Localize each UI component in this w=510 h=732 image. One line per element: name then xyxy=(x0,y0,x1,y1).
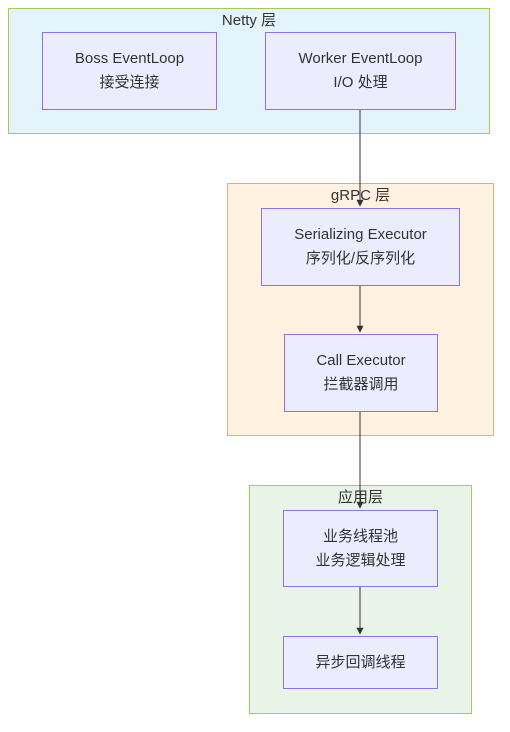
business-thread-pool-label: 业务线程池 xyxy=(322,527,398,545)
app-layer-title: 应用层 xyxy=(337,489,383,506)
call-executor-node: Call Executor 拦截器调用 xyxy=(284,334,438,412)
worker-eventloop-desc: I/O 处理 xyxy=(333,74,388,91)
business-thread-pool-node: 业务线程池 业务逻辑处理 xyxy=(283,510,438,587)
serializing-executor-desc: 序列化/反序列化 xyxy=(305,250,416,267)
boss-eventloop-desc: 接受连接 xyxy=(99,74,160,91)
worker-eventloop-node: Worker EventLoop I/O 处理 xyxy=(265,32,456,110)
serializing-executor-label: Serializing Executor xyxy=(294,226,427,243)
boss-eventloop-label: Boss EventLoop xyxy=(74,50,185,67)
async-callback-label: 异步回调线程 xyxy=(315,653,406,671)
call-executor-desc: 拦截器调用 xyxy=(323,376,399,393)
business-thread-pool-desc: 业务逻辑处理 xyxy=(315,551,406,569)
netty-layer-title: Netty 层 xyxy=(221,12,277,29)
boss-eventloop-node: Boss EventLoop 接受连接 xyxy=(42,32,217,110)
grpc-layer-title: gRPC 层 xyxy=(330,187,391,204)
serializing-executor-node: Serializing Executor 序列化/反序列化 xyxy=(261,208,460,286)
async-callback-node: 异步回调线程 xyxy=(283,636,438,689)
worker-eventloop-label: Worker EventLoop xyxy=(298,50,423,67)
call-executor-label: Call Executor xyxy=(316,352,406,369)
